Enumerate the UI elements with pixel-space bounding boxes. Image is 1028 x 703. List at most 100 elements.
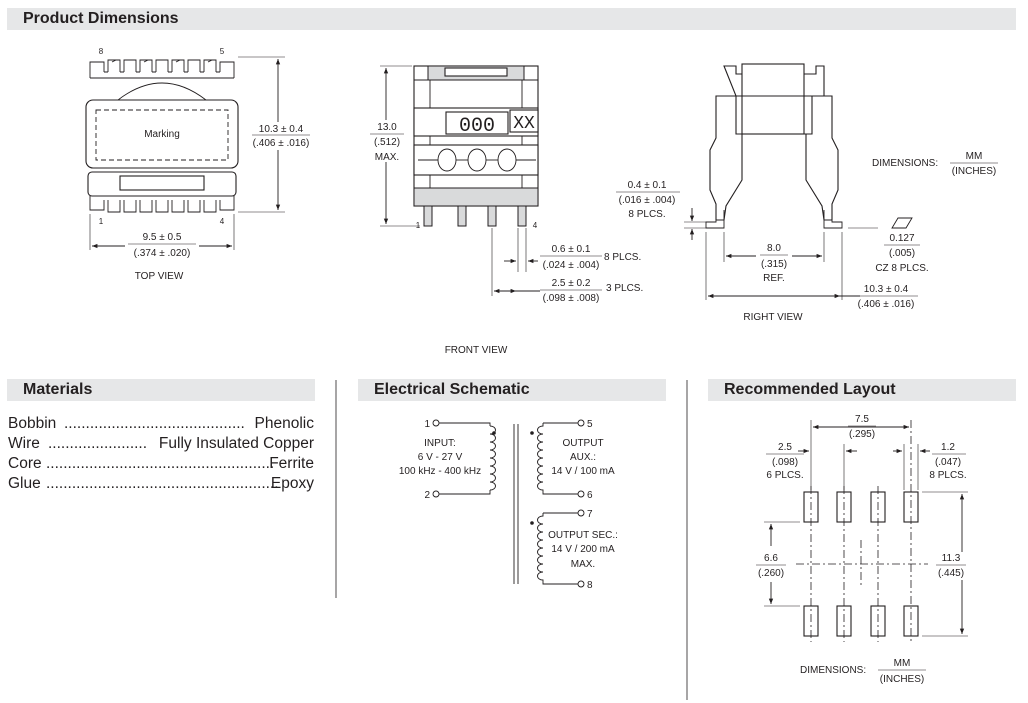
material-value: Phenolic: [255, 415, 315, 432]
materials-header: Materials: [7, 379, 315, 401]
material-name: Bobbin: [8, 415, 56, 432]
top-view-height-in: (.406 ± .016): [253, 138, 310, 149]
material-value: Fully Insulated Copper: [159, 435, 314, 452]
front-view-code: 000: [459, 115, 495, 138]
schematic: 1 2 INPUT: 6 V - 27 V 100 kHz - 400 kHz …: [399, 419, 618, 591]
product-dimensions-header: Product Dimensions: [7, 8, 1016, 30]
aux-dot: [530, 431, 534, 435]
front-view: 000 XX 1 4 13.0 (.512) MAX.: [366, 65, 643, 356]
layout-inner-in: (.260): [758, 568, 784, 579]
layout-pad-w-mm: 1.2: [941, 442, 955, 453]
top-view-width-in: (.374 ± .020): [134, 248, 191, 259]
secondary-dot: [530, 521, 534, 525]
recommended-layout-header: Recommended Layout: [708, 379, 1016, 401]
aux-label-2: AUX.:: [570, 452, 596, 463]
layout-pad-w-in: (.047): [935, 457, 961, 468]
aux-winding: [537, 423, 578, 495]
right-view-flat-in: (.005): [889, 248, 915, 259]
front-view-height-mm: 13.0: [377, 122, 397, 133]
materials-row: Bobbin .................................…: [8, 415, 314, 432]
right-view-lead-thk-note: 8 PLCS.: [628, 209, 665, 220]
top-view-body: [85, 99, 239, 169]
layout-outer-mm: 11.3: [942, 553, 961, 564]
front-view-pin-width-note: 8 PLCS.: [604, 252, 641, 263]
materials-row: Core ...................................…: [8, 455, 314, 472]
schematic-pin-7: 7: [587, 509, 593, 520]
materials-row: Wire ....................... Fully Insul…: [8, 435, 314, 452]
material-leader: .......................: [48, 435, 147, 452]
top-view-pin-8: 8: [99, 47, 104, 56]
right-view-dims-mm: MM: [966, 151, 983, 162]
front-view-pin-width-mm: 0.6 ± 0.1: [552, 244, 591, 255]
right-view: 0.4 ± 0.1 (.016 ± .004) 8 PLCS. 8.0 (.31…: [616, 63, 998, 323]
schematic-pin-8-terminal: [577, 580, 585, 588]
layout-dims-label: DIMENSIONS:: [800, 665, 866, 676]
electrical-schematic-header: Electrical Schematic: [358, 379, 666, 401]
materials-list: Bobbin .................................…: [8, 415, 314, 492]
top-view-bottom: [87, 171, 237, 213]
flatness-symbol: [891, 217, 913, 229]
schematic-pin-1: 1: [424, 419, 430, 430]
top-view-width-mm: 9.5 ± 0.5: [143, 232, 182, 243]
materials-row: Glue ...................................…: [8, 475, 314, 492]
front-view-pins: [423, 205, 527, 227]
front-view-pin-1: 1: [416, 221, 421, 230]
right-view-caption: RIGHT VIEW: [743, 312, 803, 323]
right-view-flat-note: CZ 8 PLCS.: [875, 263, 928, 274]
primary-dot: [492, 431, 496, 435]
material-name: Wire: [8, 435, 40, 452]
top-view-pins-top: [89, 59, 235, 79]
top-view-pin-1: 1: [99, 217, 104, 226]
right-view-dims-in: (INCHES): [952, 166, 996, 177]
marking-area: [95, 109, 229, 161]
top-view-height-mm: 10.3 ± 0.4: [259, 124, 304, 135]
layout-span-mm: 7.5: [855, 414, 869, 425]
input-voltage: 6 V - 27 V: [418, 452, 463, 463]
front-view-pitch-in: (.098 ± .008): [543, 293, 600, 304]
layout-dims-mm: MM: [894, 658, 911, 669]
top-view-dome: [117, 82, 207, 101]
top-view-pin-4: 4: [220, 217, 225, 226]
materials-title: Materials: [23, 381, 93, 398]
sec-label-1: OUTPUT SEC.:: [548, 530, 618, 541]
input-label: INPUT:: [424, 438, 456, 449]
material-name: Glue: [8, 475, 41, 492]
top-view-pin-5: 5: [220, 47, 225, 56]
aux-label-1: OUTPUT: [562, 438, 603, 449]
right-view-dims-label: DIMENSIONS:: [872, 158, 938, 169]
recommended-layout-title: Recommended Layout: [724, 381, 896, 398]
right-view-body: [705, 63, 843, 229]
right-view-ref-mm: 8.0: [767, 243, 781, 254]
front-view-caption: FRONT VIEW: [445, 345, 508, 356]
schematic-pin-6: 6: [587, 490, 593, 501]
right-view-lead-thk-mm: 0.4 ± 0.1: [628, 180, 667, 191]
layout-span-in: (.295): [849, 429, 875, 440]
front-view-xx: XX: [513, 114, 535, 134]
material-leader: ........................................…: [46, 455, 274, 472]
front-view-pin-width-in: (.024 ± .004): [543, 260, 600, 271]
product-dimensions-title: Product Dimensions: [23, 10, 179, 27]
right-view-width-mm: 10.3 ± 0.4: [864, 284, 909, 295]
schematic-pin-7-terminal: [577, 509, 585, 517]
front-view-pin-4: 4: [533, 221, 538, 230]
right-view-flat-mm: 0.127: [889, 233, 914, 244]
recommended-layout: 7.5 (.295) 2.5 (.098) 6 PLCS. 1.2 (.047)…: [756, 414, 968, 685]
schematic-pin-1-terminal: [432, 419, 440, 427]
marking-label: Marking: [144, 129, 180, 140]
right-view-ref-note: REF.: [763, 273, 785, 284]
material-leader: ........................................…: [46, 475, 279, 492]
right-view-lead-thk-in: (.016 ± .004): [619, 195, 676, 206]
right-view-ref-in: (.315): [761, 259, 787, 270]
electrical-schematic-title: Electrical Schematic: [374, 381, 530, 398]
sec-label-2: 14 V / 200 mA: [551, 544, 615, 555]
layout-outer-in: (.445): [938, 568, 964, 579]
schematic-pin-6-terminal: [577, 490, 585, 498]
top-view-caption: TOP VIEW: [135, 271, 184, 282]
sec-label-3: MAX.: [571, 559, 595, 570]
front-view-pitch-note: 3 PLCS.: [606, 283, 643, 294]
schematic-pin-5: 5: [587, 419, 593, 430]
front-view-height-in: (.512): [374, 137, 400, 148]
schematic-pin-8: 8: [587, 580, 593, 591]
input-frequency: 100 kHz - 400 kHz: [399, 466, 481, 477]
